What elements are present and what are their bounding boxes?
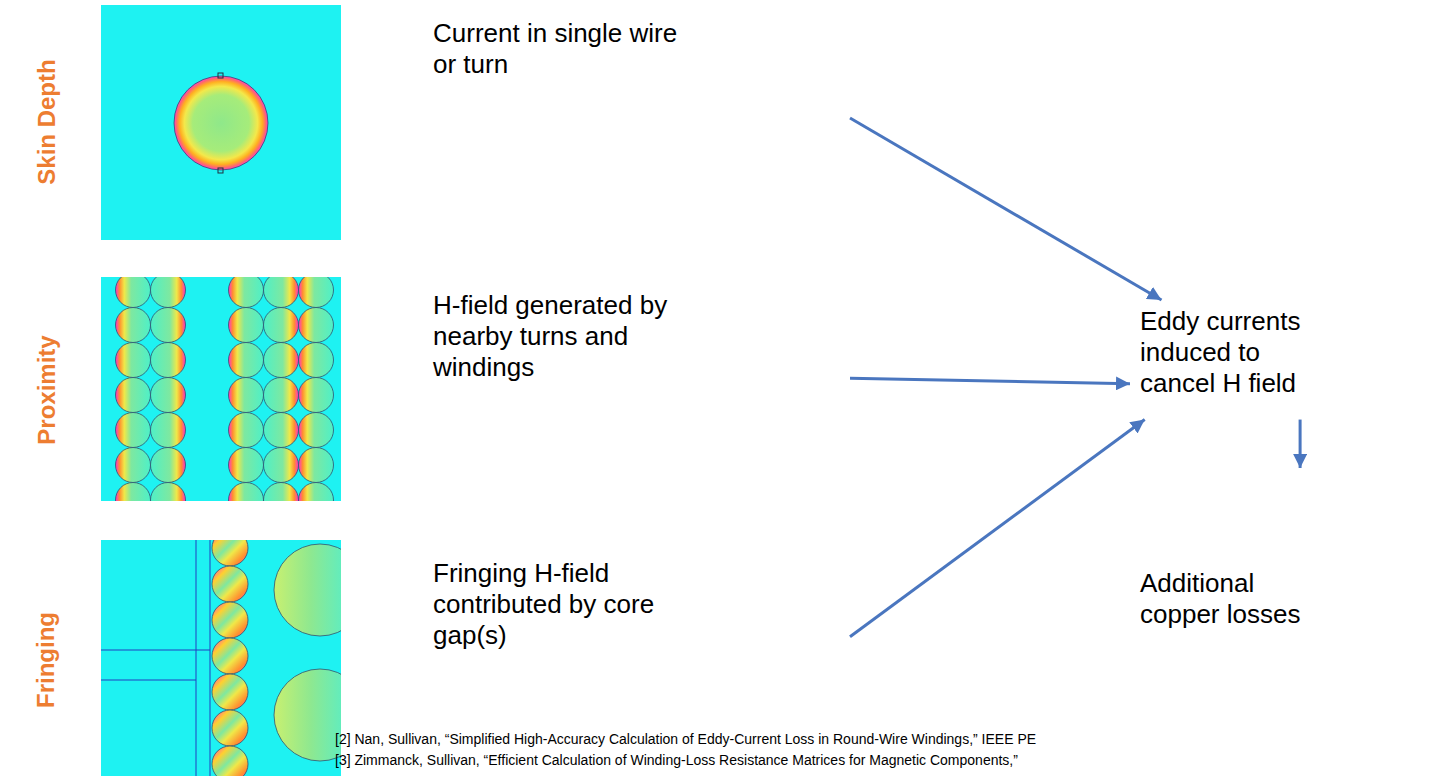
reference: [3] Zimmanck, Sullivan, “Efficient Calcu… bbox=[335, 752, 1018, 768]
text-node: Eddy currents induced to cancel H field bbox=[1130, 300, 1340, 420]
arrow-connector bbox=[850, 378, 1130, 383]
proximity-plot bbox=[101, 277, 341, 501]
row-title: Proximity bbox=[32, 335, 60, 444]
row-title: Skin Depth bbox=[32, 59, 60, 184]
reference: [2] Nan, Sullivan, “Simplified High-Accu… bbox=[335, 731, 1036, 747]
text-node: Additional copper losses bbox=[1130, 468, 1340, 630]
text-node: H-field generated by nearby turns and wi… bbox=[433, 290, 850, 386]
skin-depth-plot bbox=[101, 5, 341, 240]
arrow-connector bbox=[850, 118, 1162, 300]
arrow-connector bbox=[1299, 420, 1302, 468]
fringing-plot bbox=[101, 540, 341, 776]
node-text: Fringing H-field contributed by core gap… bbox=[433, 558, 723, 652]
arrow-connector bbox=[850, 420, 1145, 637]
text-node: Fringing H-field contributed by core gap… bbox=[433, 558, 850, 654]
node-text: Additional copper losses bbox=[1140, 568, 1335, 630]
row-title: Fringing bbox=[32, 612, 60, 708]
node-text: Eddy currents induced to cancel H field bbox=[1140, 306, 1340, 400]
node-text: Current in single wire or turn bbox=[433, 18, 683, 80]
node-text: H-field generated by nearby turns and wi… bbox=[433, 290, 723, 384]
text-node: Current in single wire or turn bbox=[433, 18, 850, 118]
